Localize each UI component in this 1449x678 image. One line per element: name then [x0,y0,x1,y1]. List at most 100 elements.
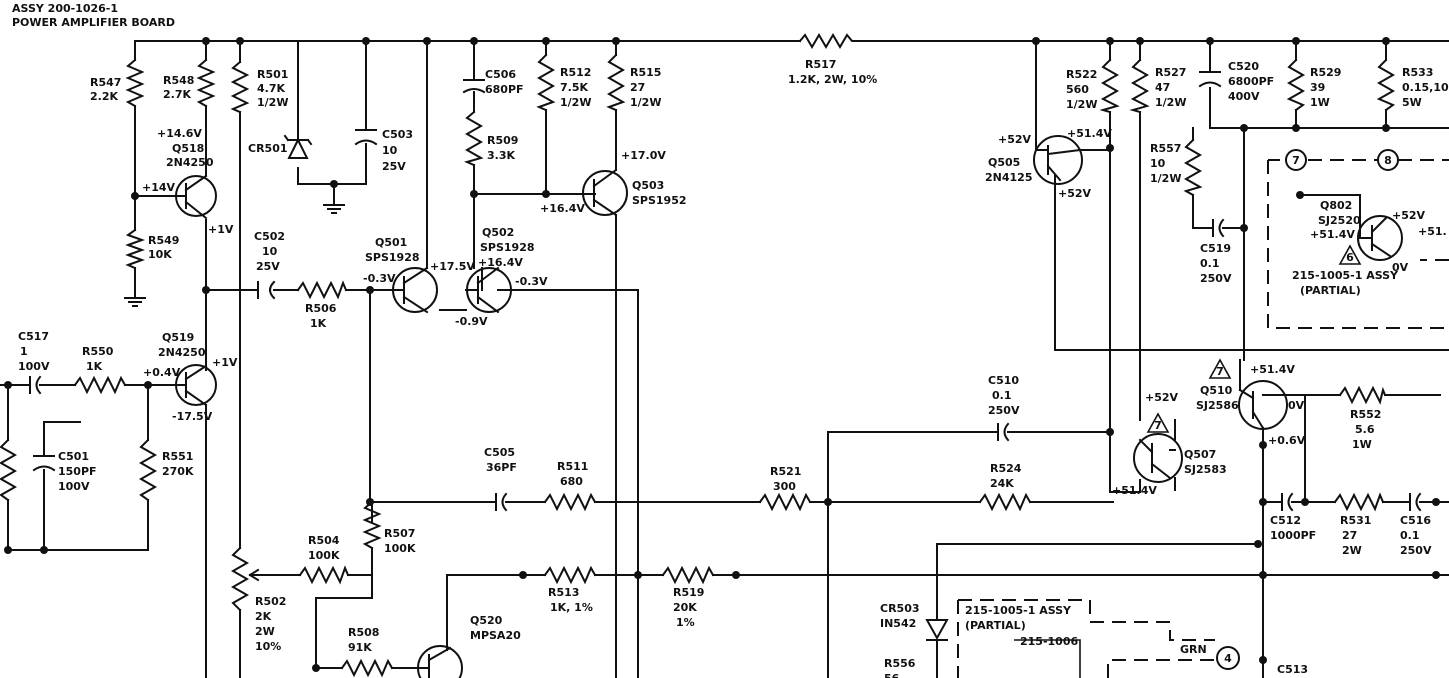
components-r531-0-label: R531 [1340,514,1371,527]
components-c501-2-label: 100V [58,480,90,493]
components-c506-0-label: C506 [485,68,516,81]
components-r515-0-label: R515 [630,66,661,79]
components-r529-2-label: 1W [1310,96,1330,109]
voltages-q510_e-label: +51.4V [1250,363,1295,376]
zener-cr501 [283,134,313,159]
triangle-7b [1146,412,1170,433]
components-r549-0-label: R549 [148,234,179,247]
components-r508-1-label: 91K [348,641,372,654]
components-c512-0-label: C512 [1270,514,1301,527]
voltages-q510_b-label: +0.6V [1268,434,1306,447]
components-r511-0-label: R511 [557,460,588,473]
voltages-q505_e-label: +52V [998,133,1032,146]
components-c516-1-label: 0.1 [1400,529,1420,542]
components-c520-0-label: C520 [1228,60,1259,73]
subassembly-boundaries [957,159,1449,678]
components-r507-1-label: 100K [384,542,416,555]
components-r507-0-label: R507 [384,527,415,540]
components-c503-0-label: C503 [382,128,413,141]
voltages-q502_c-label: +16.4V [478,256,523,269]
resistor-r531 [1333,492,1385,512]
components-r556-0-label: R556 [884,657,916,670]
components-q503-1-label: SPS1952 [632,194,687,207]
components-c510-1-label: 0.1 [992,389,1012,402]
voltages-q518_c-label: +1V [208,223,234,236]
components-r515-1-label: 27 [630,81,645,94]
resistor-r509 [464,110,484,167]
components-r512-0-label: R512 [560,66,591,79]
voltages-q507_e-label: +52V [1145,391,1179,404]
nodes-n4-label: 4 [1224,652,1232,665]
transistor-q802 [1299,194,1403,261]
resistor-r515 [606,53,626,112]
components-r533-0-label: R533 [1402,66,1433,79]
components-c502-1-label: 10 [262,245,278,258]
components-q502-0-label: Q502 [482,226,514,239]
nodes-n7-label: 7 [1292,154,1300,167]
components-r521-1-label: 300 [773,480,796,493]
components-r548-1-label: 2.7K [163,88,191,101]
subassy-grn-label: GRN [1180,643,1207,656]
resistor-r512 [536,53,556,112]
components-c502-2-label: 25V [256,260,280,273]
voltages-q510_c-label: 0V [1288,399,1305,412]
components-r502-3-label: 10% [255,640,281,653]
components-r517-1-label: 1.2K, 2W, 10% [788,73,877,86]
components-r506-1-label: 1K [310,317,327,330]
voltages-q502_b-label: -0.3V [515,275,548,288]
components-cr503-0-label: CR503 [880,602,920,615]
resistor-r507 [362,500,382,550]
components-r515-2-label: 1/2W [630,96,661,109]
triangle-7a [1208,358,1232,379]
resistor-r521 [758,492,812,512]
resistor-r508 [340,658,394,678]
components-r509-1-label: 3.3K [487,149,515,162]
subassy-a2-label: 215-1005-1 ASSY [965,604,1072,617]
components-q501-1-label: SPS1928 [365,251,420,264]
components-r547-1-label: 2.2K [90,90,118,103]
voltages-q802_out-label: 0V [1392,261,1409,274]
potentiometer-r502 [230,546,250,612]
component-labels: R547 2.2K R548 2.7K R501 4.7K 1/2W CR501… [18,58,1449,678]
voltages-q519_c-label: -17.5V [172,410,213,423]
components-q802-0-label: Q802 [1320,199,1352,212]
components-q505-0-label: Q505 [988,156,1020,169]
components-r513-1-label: 1K, 1% [550,601,593,614]
voltages-q802_c-label: +51. [1418,225,1447,238]
components-c503-2-label: 25V [382,160,406,173]
voltages-q518_e-label: +14.6V [157,127,202,140]
node-8 [1377,149,1399,171]
components-r552-1-label: 5.6 [1355,423,1375,436]
components-r504-0-label: R504 [308,534,340,547]
components-r502-1-label: 2K [255,610,272,623]
assembly-title: ASSY 200-1026-1 [12,2,118,15]
resistor-r551 [138,438,158,502]
components-c516-0-label: C516 [1400,514,1431,527]
nodes-tri7b-label: 7 [1154,419,1162,432]
components-q520-1-label: MPSA20 [470,629,521,642]
diode-cr503 [925,619,949,641]
transistor-q507 [1133,433,1183,483]
node-7 [1285,149,1307,171]
components-q519-1-label: 2N4250 [158,346,206,359]
triangle-6 [1338,244,1362,265]
components-r531-1-label: 27 [1342,529,1357,542]
transistor-q501 [391,266,438,314]
resistor-r552 [1338,385,1387,405]
components-c520-1-label: 6800PF [1228,75,1274,88]
components-r552-0-label: R552 [1350,408,1381,421]
components-c502-0-label: C502 [254,230,285,243]
components-r548-0-label: R548 [163,74,194,87]
voltages-q802_e-label: +52V [1392,209,1426,222]
components-r517-0-label: R517 [805,58,836,71]
components-q510-0-label: Q510 [1200,384,1233,397]
components-c512-1-label: 1000PF [1270,529,1316,542]
components-r531-2-label: 2W [1342,544,1362,557]
components-q519-0-label: Q519 [162,331,194,344]
components-c513-0-label: C513 [1277,663,1308,676]
resistor-r506 [296,280,348,300]
voltages-q519_e-label: +1V [212,356,238,369]
components-c519-2-label: 250V [1200,272,1232,285]
components-r512-1-label: 7.5K [560,81,588,94]
